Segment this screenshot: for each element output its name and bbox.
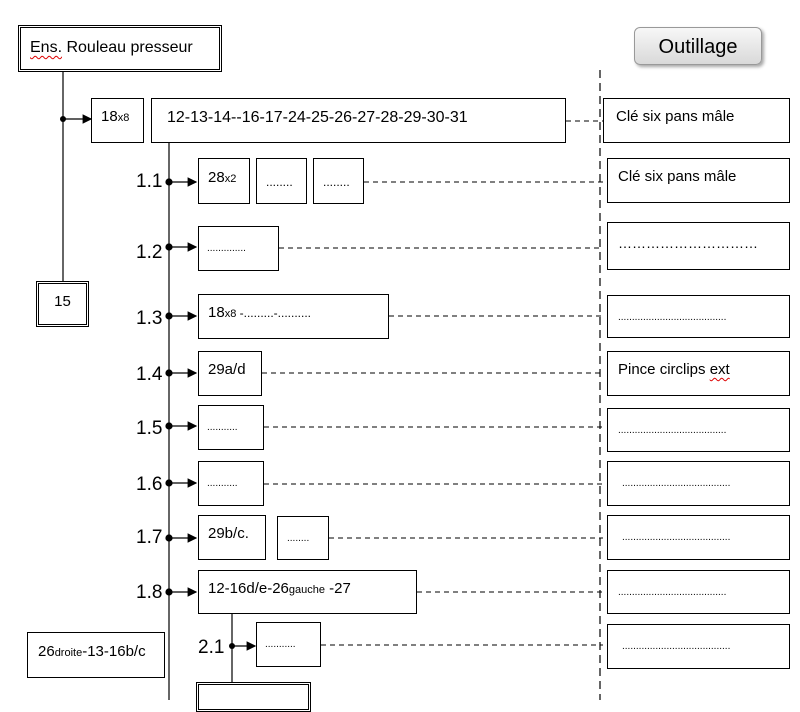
part-main: 18 [208,304,225,321]
side-parts-box: 26droite-13-16b/c [27,632,165,678]
tool-box: ....................................... [607,624,790,669]
part-sub: x2 [224,173,237,185]
main-tool: Clé six pans mâle [603,98,790,143]
title-rest: Rouleau presseur [62,39,193,56]
tool-box: ....................................... [607,461,790,506]
step-label: 1.6 [136,474,163,495]
main-parts-list: 12-13-14--16-17-24-25-26-27-28-29-30-31 [151,98,566,143]
part-box: 12-16d/e-26gauche -27 [198,570,417,614]
side-tail: -13-16b/c [82,643,146,660]
part-main: 12-16d/e-26 [208,580,289,597]
main-qty-sub: x8 [117,112,130,124]
tool-box: ....................................... [607,295,790,338]
part-blank: ........... [198,461,264,506]
part-box: 29a/d [198,351,262,396]
tool-box: ………………………… [607,222,790,270]
step-label: 1.2 [136,242,163,263]
part-box: 18x8 -.........-.......... [198,294,389,339]
part-blank: ........... [256,622,321,667]
step-label: 1.8 [136,582,163,603]
step-label: 1.3 [136,308,163,329]
side-sub: droite [54,647,83,659]
outillage-button[interactable]: Outillage [634,27,762,65]
step-label: 1.7 [136,527,163,548]
partial-box [196,682,311,712]
tool-box: ....................................... [607,408,790,452]
step-label: 1.5 [136,418,163,439]
part-box: 29b/c. [198,515,266,560]
side-main: 26 [38,643,55,660]
part-tail: -27 [325,580,351,597]
main-qty-box: 18x8 [91,98,144,143]
part-sub: x8 [224,308,237,320]
part-sub: gauche [288,584,325,596]
step-label: 1.1 [136,171,163,192]
main-qty: 18 [101,108,118,125]
tool-box: ....................................... [607,570,790,614]
box-15: 15 [36,281,89,327]
part-blank: ........ [313,158,364,204]
part-main: 28 [208,169,225,186]
tool-box: Pince circlips ext [607,351,790,396]
part-tail: -.........-.......... [236,306,311,320]
title-prefix: Ens. [30,39,63,56]
step-label: 2.1 [198,637,225,658]
part-blank: ........ [256,158,307,204]
tool-box: Clé six pans mâle [607,158,790,203]
step-label: 1.4 [136,364,163,385]
part-blank: ........ [277,516,329,560]
assembly-title-box: Ens. Rouleau presseur [18,25,222,72]
part-blank: .............. [198,226,279,271]
tool-box: ....................................... [607,515,790,560]
part-blank: ........... [198,405,264,450]
part-box: 28x2 [198,158,250,204]
tool-text: Pince circlips ext [618,361,730,378]
tool-text-suffix: ext [709,361,730,378]
